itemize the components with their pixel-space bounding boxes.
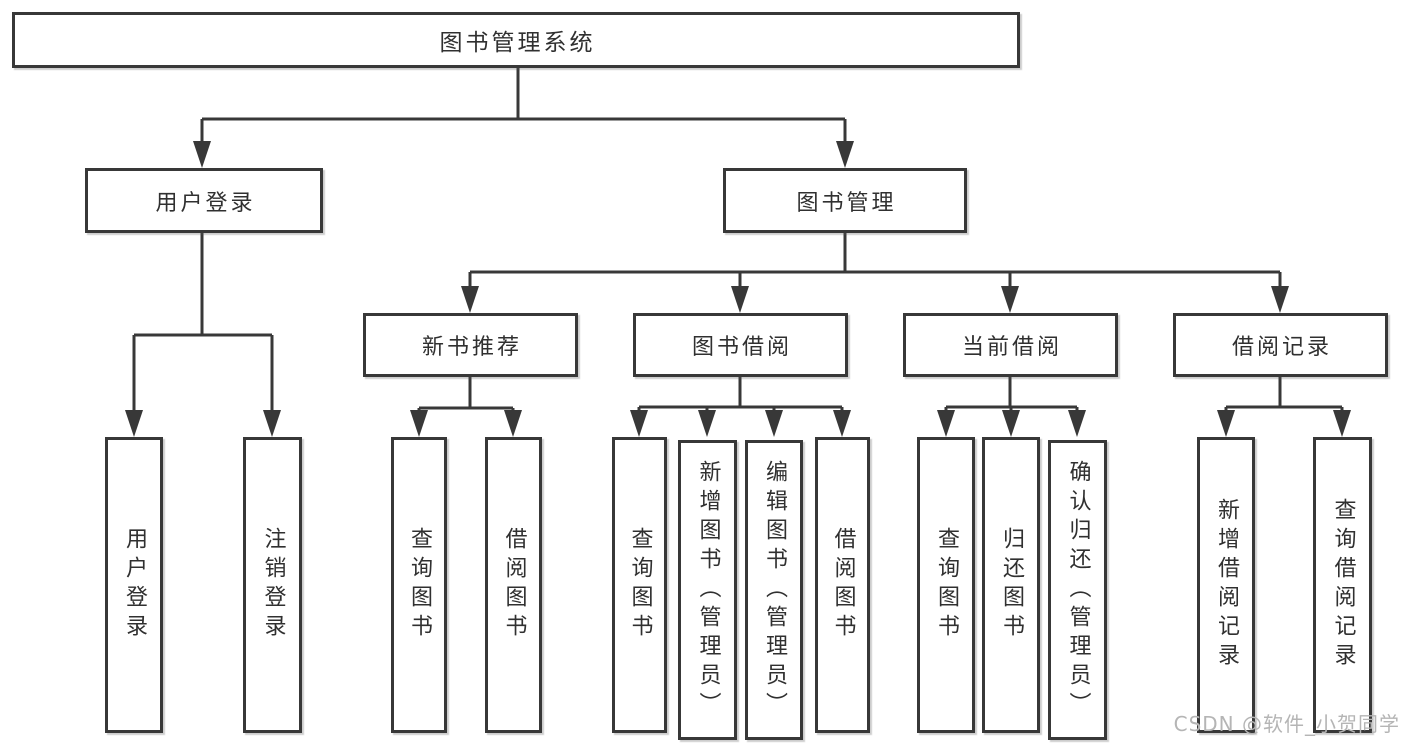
node-new-book-recommend: 新书推荐	[363, 313, 578, 377]
connector-book-borrowing	[637, 377, 844, 411]
arrow-icon	[1271, 286, 1289, 313]
arrow-icon	[504, 410, 522, 437]
node-book-management: 图书管理	[723, 168, 967, 233]
leaf-query-books-current: 查询图书	[917, 437, 975, 733]
arrow-icon	[698, 410, 716, 437]
leaf-return-books: 归还图书	[982, 437, 1040, 733]
arrowheads	[125, 141, 1351, 437]
node-user-login: 用户登录	[85, 168, 323, 233]
node-library-management-system: 图书管理系统	[12, 12, 1020, 68]
leaf-logout: 注销登录	[243, 437, 302, 733]
arrow-icon	[461, 286, 479, 313]
connector-borrowing-records	[1224, 377, 1344, 411]
leaf-confirm-return-admin: 确认归还（管理员）	[1048, 440, 1107, 740]
arrow-icon	[1001, 286, 1019, 313]
leaf-query-borrow-record: 查询借阅记录	[1313, 437, 1372, 733]
arrow-icon	[1002, 410, 1020, 437]
arrow-icon	[731, 286, 749, 313]
node-current-borrowing: 当前借阅	[903, 313, 1118, 377]
arrow-icon	[410, 410, 428, 437]
leaf-add-book-admin: 新增图书（管理员）	[678, 440, 737, 740]
leaf-query-books-borrowing: 查询图书	[612, 437, 667, 733]
arrow-icon	[836, 141, 854, 168]
connector-root	[200, 68, 847, 142]
leaf-add-borrow-record: 新增借阅记录	[1197, 437, 1255, 733]
leaf-edit-book-admin: 编辑图书（管理员）	[745, 440, 803, 740]
arrow-icon	[263, 410, 281, 437]
connector-user-login	[132, 233, 274, 411]
arrow-icon	[1217, 410, 1235, 437]
leaf-borrow-books-borrowing: 借阅图书	[815, 437, 870, 733]
node-book-borrowing: 图书借阅	[633, 313, 848, 377]
connector-current-borrowing	[944, 377, 1079, 411]
leaf-borrow-books-recommend: 借阅图书	[485, 437, 542, 733]
leaf-query-books-recommend: 查询图书	[391, 437, 447, 733]
arrow-icon	[1333, 410, 1351, 437]
arrow-icon	[1068, 410, 1086, 437]
arrow-icon	[630, 410, 648, 437]
connector-new-book	[417, 377, 515, 411]
arrow-icon	[937, 410, 955, 437]
arrow-icon	[125, 410, 143, 437]
node-borrowing-records: 借阅记录	[1173, 313, 1388, 377]
arrow-icon	[833, 410, 851, 437]
arrow-icon	[193, 141, 211, 168]
connector-book-management	[468, 233, 1282, 287]
leaf-user-login: 用户登录	[105, 437, 163, 733]
watermark: CSDN @软件_小贺同学	[1173, 712, 1400, 736]
arrow-icon	[765, 410, 783, 437]
